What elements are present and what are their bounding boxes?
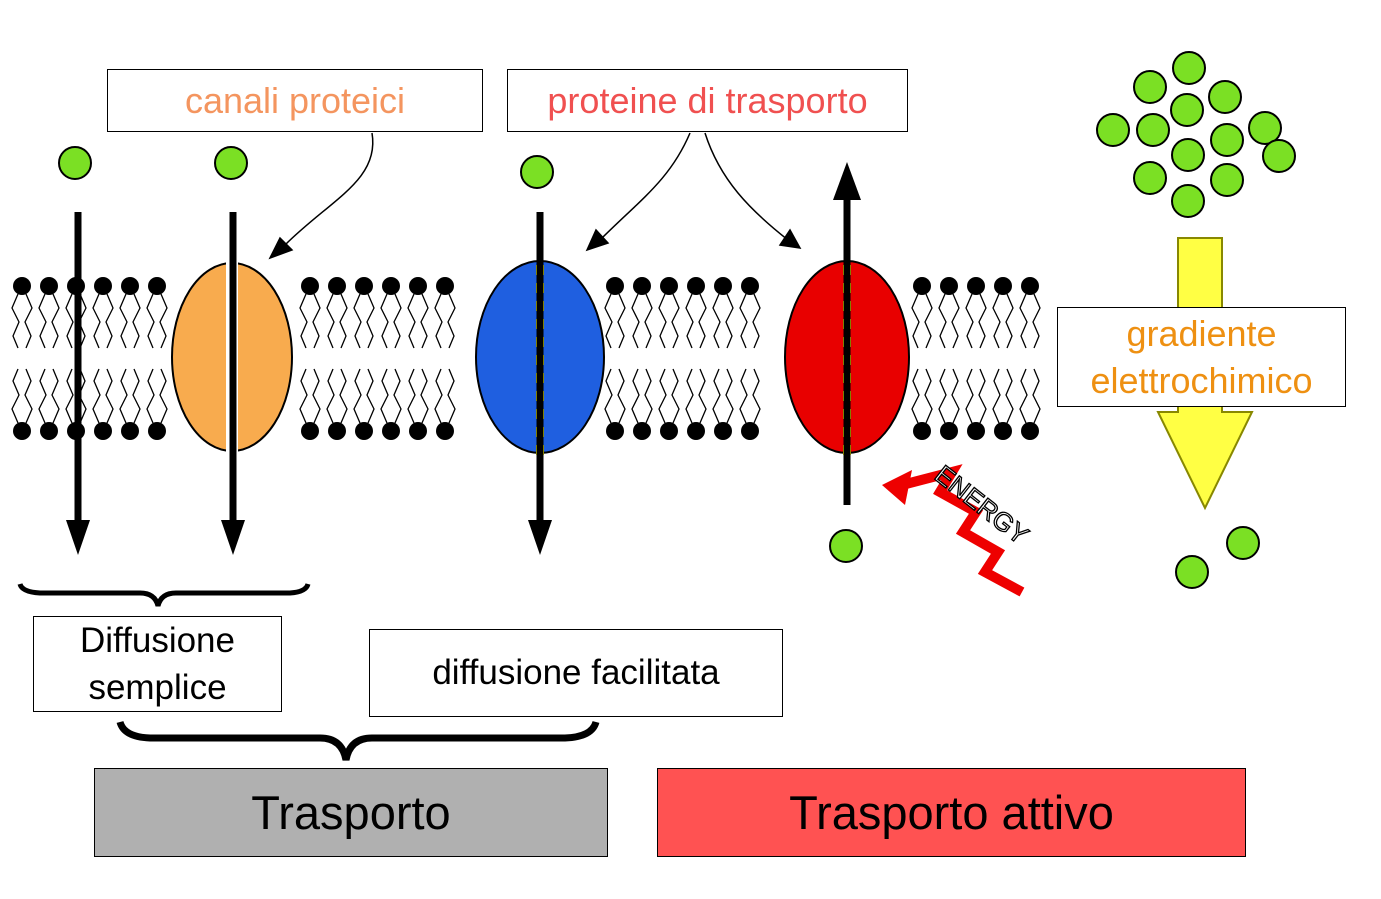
phospholipid [911, 277, 933, 440]
canali-proteici-label: canali proteici [107, 69, 483, 132]
proteine-trasporto-label: proteine di trasporto [507, 69, 908, 132]
diffusione-line1: Diffusione [79, 621, 235, 660]
diffusione-facilitata-label: diffusione facilitata [369, 629, 783, 717]
phospholipid-bilayer [11, 277, 1041, 440]
phospholipid [299, 277, 321, 440]
molecule-particle [1172, 51, 1206, 85]
molecule-particle [1170, 93, 1204, 127]
simple-diffusion-arrow-2 [221, 212, 245, 555]
phospholipid [11, 277, 33, 440]
phospholipid [146, 277, 168, 440]
phospholipid [739, 277, 761, 440]
molecule-particle [1171, 138, 1205, 172]
molecule-particle [520, 155, 554, 189]
molecule-particle [1133, 70, 1167, 104]
diffusione-line2: semplice [88, 668, 227, 707]
active-transport-arrow [833, 162, 861, 505]
facilitated-diffusion-arrow [528, 212, 552, 555]
molecule-particle [1171, 184, 1205, 218]
molecule-particle [1262, 139, 1296, 173]
trasporto-attivo-text: Trasporto attivo [789, 786, 1114, 839]
proteine-trasporto-text: proteine di trasporto [547, 79, 868, 121]
molecule-particle [214, 146, 248, 180]
molecule-particle [1136, 113, 1170, 147]
phospholipid [119, 277, 141, 440]
molecule-particle [1133, 161, 1167, 195]
phospholipid [380, 277, 402, 440]
molecule-particle [1208, 80, 1242, 114]
molecule-particle [1210, 123, 1244, 157]
molecule-particle [1248, 111, 1282, 145]
gradiente-line2: elettrochimico [1090, 360, 1313, 401]
canali-proteici-text: canali proteici [184, 79, 406, 121]
phospholipid [685, 277, 707, 440]
phospholipid [658, 277, 680, 440]
phospholipid [434, 277, 456, 440]
phospholipid [938, 277, 960, 440]
molecule-particles [58, 51, 1296, 589]
simple-diffusion-arrow-1 [66, 212, 90, 555]
diffusione-semplice-label: Diffusione semplice [33, 616, 282, 712]
phospholipid [92, 277, 114, 440]
molecule-particle [1226, 526, 1260, 560]
diffusione-facilitata-text: diffusione facilitata [432, 653, 720, 692]
energy-arrow: ENERGY [882, 458, 1035, 597]
trasporto-label: Trasporto [94, 768, 608, 857]
phospholipid [353, 277, 375, 440]
molecule-particle [829, 529, 863, 563]
phospholipid [992, 277, 1014, 440]
phospholipid [1019, 277, 1041, 440]
molecule-particle [1210, 163, 1244, 197]
trasporto-attivo-label: Trasporto attivo [657, 768, 1246, 857]
phospholipid [326, 277, 348, 440]
simple-diffusion-brace [17, 583, 311, 607]
phospholipid [965, 277, 987, 440]
gradiente-line1: gradiente [1126, 313, 1277, 354]
passive-transport-brace [116, 720, 600, 761]
molecule-particle [1175, 555, 1209, 589]
gradiente-label: gradiente elettrochimico [1057, 307, 1346, 407]
proteine-pointer-arrows [585, 132, 802, 252]
trasporto-text: Trasporto [251, 786, 451, 839]
phospholipid [407, 277, 429, 440]
energy-label: ENERGY [929, 459, 1034, 550]
phospholipid [604, 277, 626, 440]
molecule-particle [1096, 113, 1130, 147]
phospholipid [631, 277, 653, 440]
phospholipid [38, 277, 60, 440]
molecule-particle [58, 146, 92, 180]
phospholipid [712, 277, 734, 440]
canali-pointer-arrow [268, 132, 374, 260]
